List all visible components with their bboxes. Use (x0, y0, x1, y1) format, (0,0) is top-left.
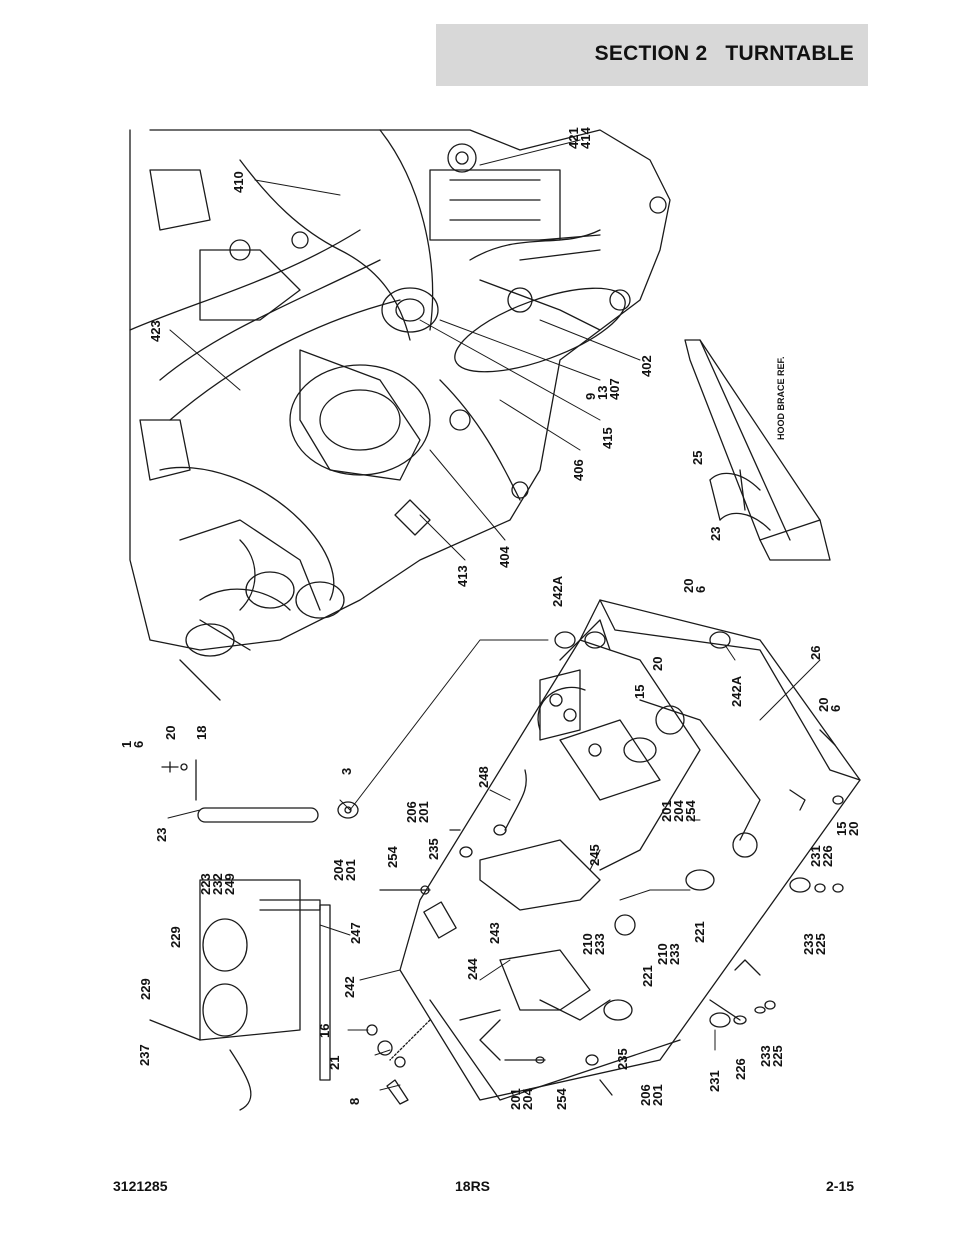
callout-23-brace: 23 (708, 526, 723, 541)
callout-25: 25 (690, 450, 705, 465)
callout-404: 404 (497, 546, 512, 568)
callout-201-204-254: 201 204 254 (659, 800, 698, 822)
callout-410: 410 (231, 171, 246, 193)
callout-20-6-top: 20 6 (681, 578, 708, 593)
callout-21: 21 (327, 1055, 342, 1070)
callout-23-left: 23 (154, 827, 169, 842)
callout-245: 245 (587, 844, 602, 866)
callout-423: 423 (148, 320, 163, 342)
callout-16: 16 (317, 1023, 332, 1038)
callout-18: 18 (194, 725, 209, 740)
callout-204-201-left: 204 201 (331, 859, 358, 881)
callout-243: 243 (487, 922, 502, 944)
callout-242a-top: 242A (550, 575, 565, 607)
callout-235-top: 235 (426, 838, 441, 860)
callout-242a-right: 242A (729, 675, 744, 707)
callout-15-top: 15 (632, 684, 647, 699)
callout-248: 248 (476, 766, 491, 788)
callout-231-bot: 231 (707, 1070, 722, 1092)
callout-229-bot: 229 (138, 978, 153, 1000)
callout-247: 247 (348, 922, 363, 944)
callout-20-6-right: 20 6 (816, 697, 843, 712)
callout-8: 8 (347, 1097, 362, 1105)
callout-233-225-right: 233 225 (801, 933, 828, 955)
callout-210-233-top: 210 233 (580, 933, 607, 955)
section-title: SECTION 2 TURNTABLE (594, 42, 854, 65)
callout-206-201-top: 206 201 (404, 801, 431, 823)
callout-15-20-right: 15 20 (834, 821, 861, 836)
leader-lines (167, 139, 821, 1091)
callout-237: 237 (137, 1044, 152, 1066)
callout-226-bot: 226 (733, 1058, 748, 1080)
callout-421-414: 421 414 (566, 127, 593, 149)
callout-9-13-407: 9 13 407 (583, 378, 622, 400)
callout-221-top: 221 (640, 965, 655, 987)
callout-20-left: 20 (163, 725, 178, 740)
callout-402: 402 (639, 355, 654, 377)
callout-223-232-249: 223 232 249 (198, 873, 237, 895)
callout-415: 415 (600, 427, 615, 449)
callout-221-bot: 221 (692, 921, 707, 943)
mounting-plate (399, 599, 861, 1101)
callout-229-top: 229 (168, 926, 183, 948)
callout-406: 406 (571, 459, 586, 481)
left-hardware (149, 759, 844, 1111)
model-name: 18RS (455, 1178, 491, 1194)
callout-231-226: 231 226 (808, 845, 835, 867)
callout-235-bot: 235 (615, 1048, 630, 1070)
page-number: 2-15 (826, 1178, 855, 1194)
callout-244: 244 (465, 958, 480, 980)
callout-20-mid: 20 (650, 656, 665, 671)
callout-233-225-bot: 233 225 (758, 1045, 785, 1067)
engine-assembly (129, 129, 671, 701)
callout-3: 3 (339, 767, 354, 775)
doc-number: 3121285 (113, 1178, 168, 1194)
callout-26: 26 (808, 645, 823, 660)
callout-254-bot: 254 (554, 1088, 569, 1110)
callout-413: 413 (455, 565, 470, 587)
callout-210-233-bot: 210 233 (655, 943, 682, 965)
callout-254-left: 254 (385, 846, 400, 868)
callout-201-204-bot: 201 204 (508, 1088, 535, 1110)
callout-1-6: 1 6 (119, 740, 146, 748)
hood-brace (684, 339, 831, 561)
callout-242: 242 (342, 976, 357, 998)
callout-206-201-bot: 206 201 (638, 1084, 665, 1106)
callout-hood-brace-ref: HOOD BRACE REF. (776, 356, 786, 440)
section-header: SECTION 2 TURNTABLE (436, 24, 868, 86)
